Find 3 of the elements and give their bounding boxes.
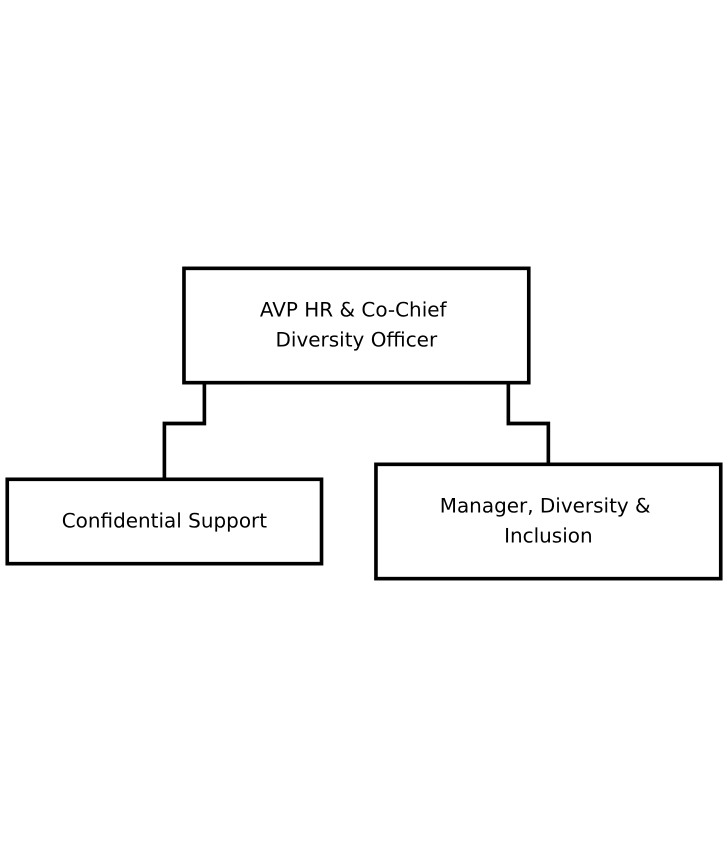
- node-box: Confidential Support: [5, 477, 324, 566]
- node-box: Manager, Diversity & Inclusion: [374, 462, 723, 580]
- node-box: AVP HR & Co-Chief Diversity Officer: [182, 266, 531, 384]
